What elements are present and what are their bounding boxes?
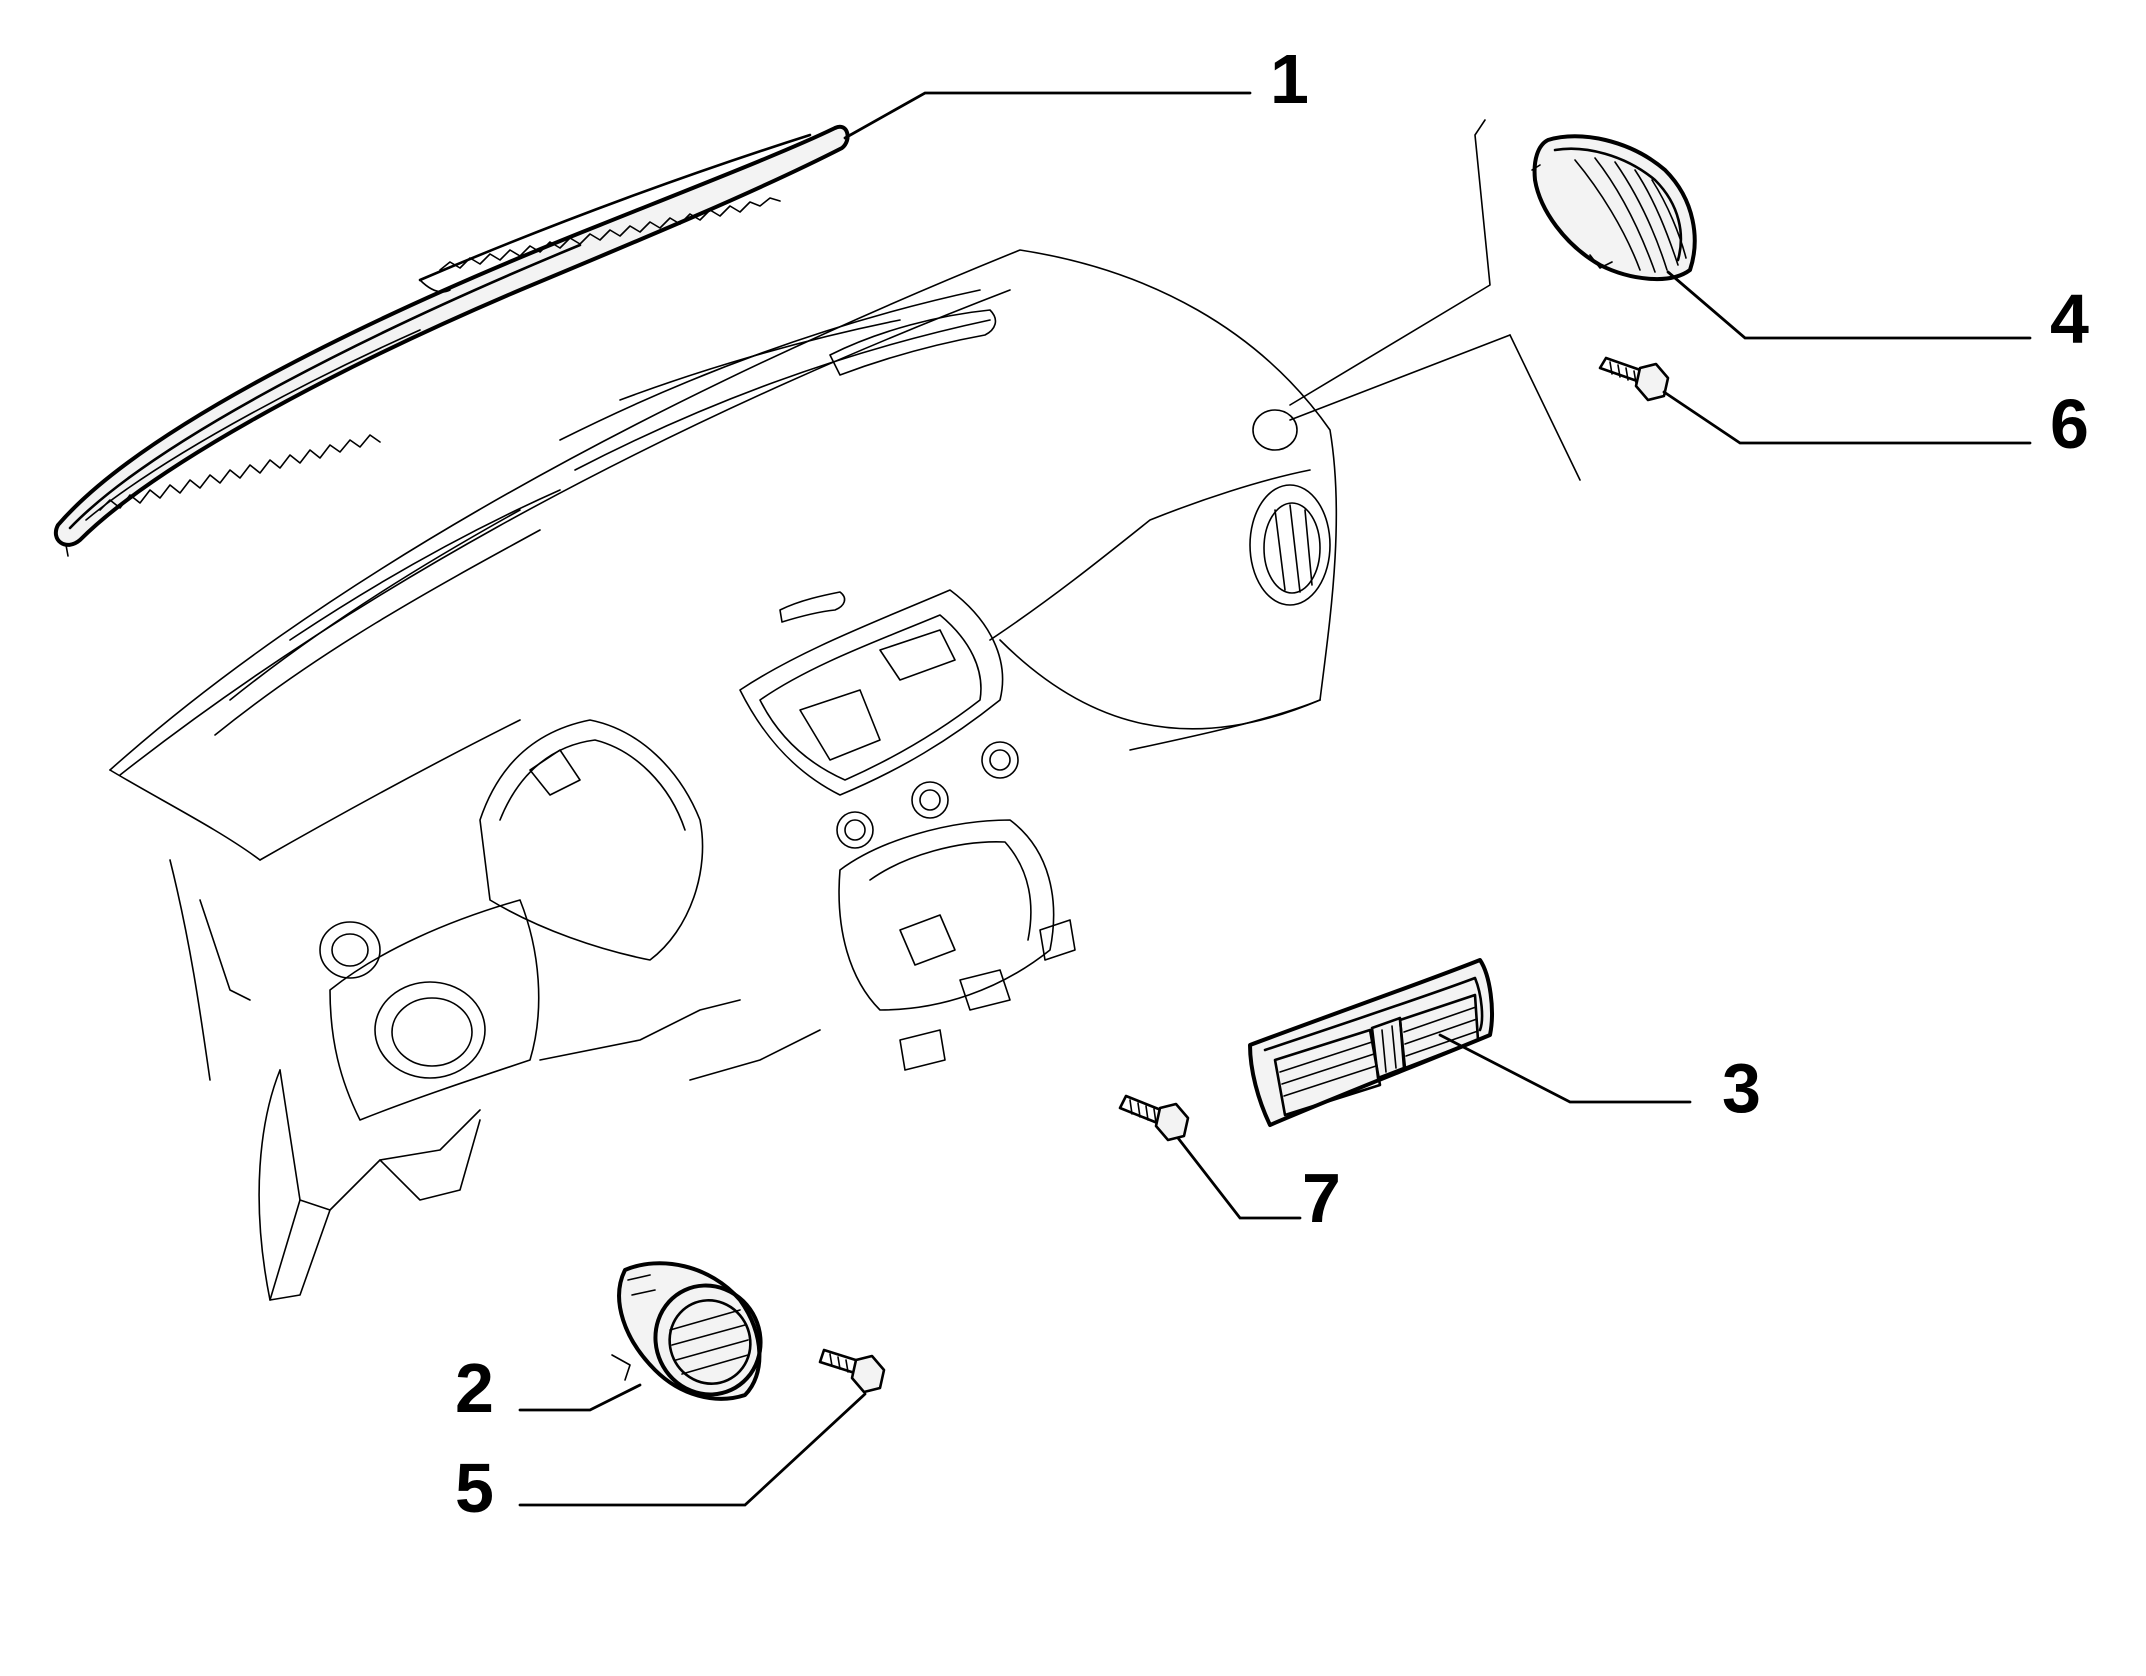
leader-lines: [518, 91, 2032, 1507]
upper-defroster-vent-strip: [54, 124, 850, 557]
leader-7: [1176, 1136, 1302, 1220]
callout-2: 2: [455, 1349, 494, 1427]
leader-4: [1666, 270, 2032, 340]
bolt-5: [818, 1348, 886, 1394]
callout-5: 5: [455, 1449, 494, 1527]
leader-2: [518, 1383, 642, 1412]
leader-6: [1662, 390, 2032, 445]
callout-6: 6: [2050, 385, 2089, 463]
dashboard-assembly: [109, 249, 1338, 1301]
callout-labels: 1 4 6 3 7 2 5: [455, 40, 2089, 1527]
callout-1: 1: [1270, 40, 1309, 118]
inset-detail-lines: [1289, 119, 1581, 481]
callout-3: 3: [1722, 1049, 1761, 1127]
callout-7: 7: [1302, 1159, 1341, 1237]
center-air-vent: [1248, 958, 1494, 1127]
bolt-6: [1598, 356, 1670, 402]
bolt-7: [1118, 1094, 1190, 1142]
callout-4: 4: [2050, 280, 2089, 358]
left-round-air-vent: [611, 1261, 763, 1401]
leader-3: [1438, 1033, 1692, 1104]
right-air-vent-grille: [1531, 134, 1697, 282]
leader-5: [518, 1392, 867, 1507]
leader-1: [843, 91, 1252, 140]
